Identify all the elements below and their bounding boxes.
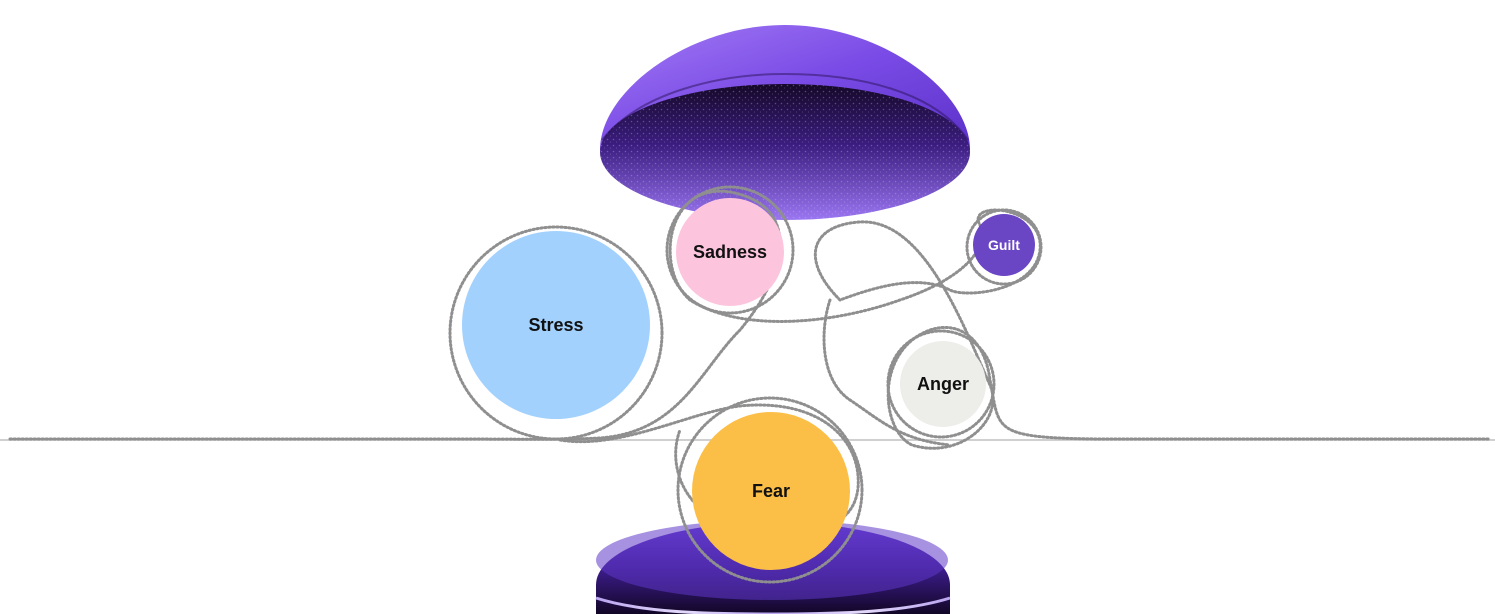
stress-ring xyxy=(448,225,664,441)
anger-ring xyxy=(886,329,996,439)
bubble-guilt: Guilt xyxy=(973,214,1035,276)
thread-path xyxy=(822,298,952,447)
bubble-guilt-label: Guilt xyxy=(988,237,1020,253)
bubble-fear-label: Fear xyxy=(752,481,790,501)
bubble-stress-label: Stress xyxy=(528,315,583,335)
bubble-sadness-label: Sadness xyxy=(693,242,767,262)
bubble-guilt-shape xyxy=(973,214,1035,276)
bubble-sadness: Sadness xyxy=(676,198,784,306)
thread-path xyxy=(813,220,1492,450)
bubble-stress: Stress xyxy=(462,231,650,419)
bubble-sadness-shape xyxy=(676,198,784,306)
bubble-fear-shape xyxy=(692,412,850,570)
bubble-stress-shape xyxy=(462,231,650,419)
sadness-ring xyxy=(665,185,795,315)
guilt-ring xyxy=(965,208,1043,286)
bubble-fear: Fear xyxy=(692,412,850,570)
bubble-anger: Anger xyxy=(900,341,986,427)
top-dome xyxy=(600,25,970,220)
bubble-rings xyxy=(448,185,1043,584)
bubble-anger-shape xyxy=(900,341,986,427)
bubble-anger-label: Anger xyxy=(917,374,969,394)
fear-ring xyxy=(676,396,864,584)
